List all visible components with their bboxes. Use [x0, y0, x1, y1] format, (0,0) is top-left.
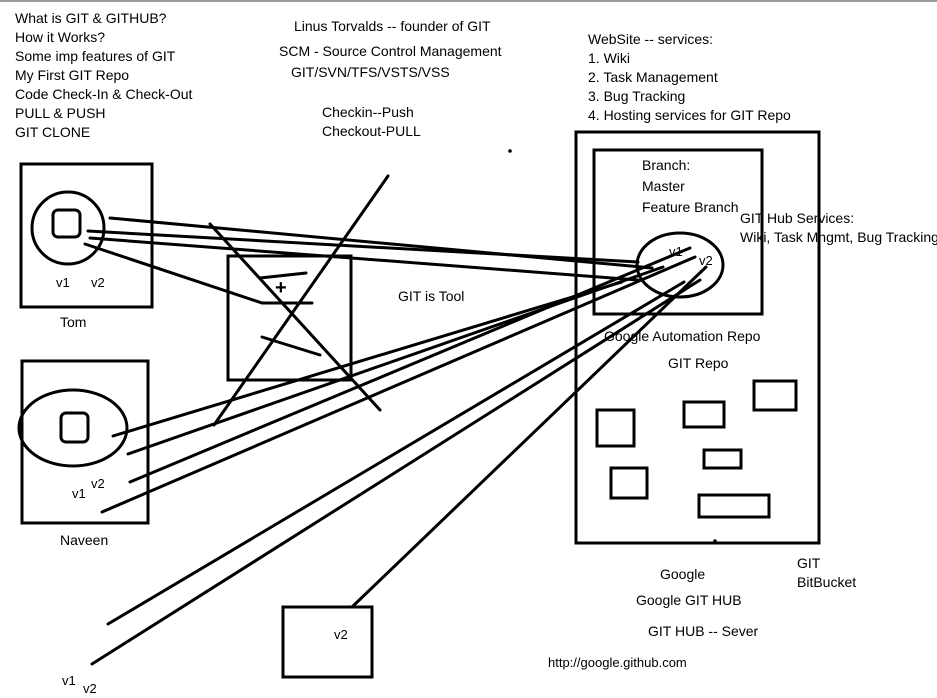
branch-title: Branch:: [642, 157, 691, 173]
github-services-title: GIT Hub Services:: [740, 210, 855, 226]
branch-note: Branch: Master Feature Branch: [642, 155, 739, 218]
agenda-item: GIT CLONE: [15, 124, 91, 140]
tom-label: Tom: [60, 314, 87, 330]
website-service-item: 4. Hosting services for GIT Repo: [588, 107, 791, 123]
naveen-v2: v2: [91, 476, 105, 491]
git-hub-sever-label: GIT HUB -- Sever: [648, 623, 759, 639]
branch-item: Master: [642, 178, 685, 194]
website-services: WebSite -- services: 1. Wiki 2. Task Man…: [588, 30, 791, 125]
central-repo-circle: [635, 231, 725, 299]
naveen-v1: v1: [72, 486, 86, 501]
scm-note: SCM - Source Control Management: [279, 43, 502, 59]
bottom-v1: v1: [62, 673, 76, 688]
scm-tools-note: GIT/SVN/TFS/VSTS/VSS: [291, 64, 450, 80]
bottom-box-v2: v2: [334, 627, 348, 642]
central-repo-v1: v1: [669, 244, 683, 259]
website-service-item: 1. Wiki: [588, 50, 630, 66]
google-label: Google: [660, 566, 706, 582]
agenda-item: PULL & PUSH: [15, 105, 106, 121]
branch-item: Feature Branch: [642, 199, 739, 215]
naveen-file-icon: [59, 411, 90, 444]
bottom-v2: v2: [83, 681, 97, 696]
website-service-item: 3. Bug Tracking: [588, 88, 686, 104]
checkin-note: Checkin--Push: [322, 104, 414, 120]
git-tool-box: [226, 254, 353, 382]
bitbucket-label: BitBucket: [797, 574, 857, 590]
github-url: http://google.github.com: [548, 655, 687, 670]
checkout-note: Checkout-PULL: [322, 123, 421, 139]
central-repo-v2: v2: [699, 253, 713, 268]
tom-v1: v1: [56, 275, 70, 290]
top-border: [0, 0, 937, 2]
agenda-list: What is GIT & GITHUB? How it Works? Some…: [15, 9, 192, 142]
github-services-desc: Wiki, Task Mngmt, Bug Tracking: [740, 229, 937, 245]
agenda-item: Code Check-In & Check-Out: [15, 86, 193, 102]
git-repo-label: GIT Repo: [668, 355, 729, 371]
website-service-item: 2. Task Management: [588, 69, 718, 85]
tom-file-icon: [51, 208, 82, 239]
website-services-title: WebSite -- services:: [588, 31, 713, 47]
agenda-item: How it Works?: [15, 29, 105, 45]
plus-icon: +: [275, 277, 287, 299]
tom-v2: v2: [91, 275, 105, 290]
bottom-client-box: [281, 605, 374, 679]
naveen-repo-circle: [17, 388, 129, 468]
tom-repo-circle: [30, 190, 106, 266]
google-automation-repo-label: Google Automation Repo: [604, 328, 761, 344]
git-label: GIT: [797, 555, 821, 571]
naveen-label: Naveen: [60, 532, 109, 548]
founder-note: Linus Torvalds -- founder of GIT: [294, 18, 491, 34]
tom-box: [19, 162, 154, 309]
google-git-hub-label: Google GIT HUB: [636, 592, 742, 608]
agenda-item: Some imp features of GIT: [15, 48, 176, 64]
agenda-item: What is GIT & GITHUB?: [15, 10, 167, 26]
git-is-tool-label: GIT is Tool: [398, 288, 465, 304]
branch-box: [592, 148, 764, 316]
agenda-item: My First GIT Repo: [15, 67, 130, 83]
server-box: [574, 130, 821, 545]
